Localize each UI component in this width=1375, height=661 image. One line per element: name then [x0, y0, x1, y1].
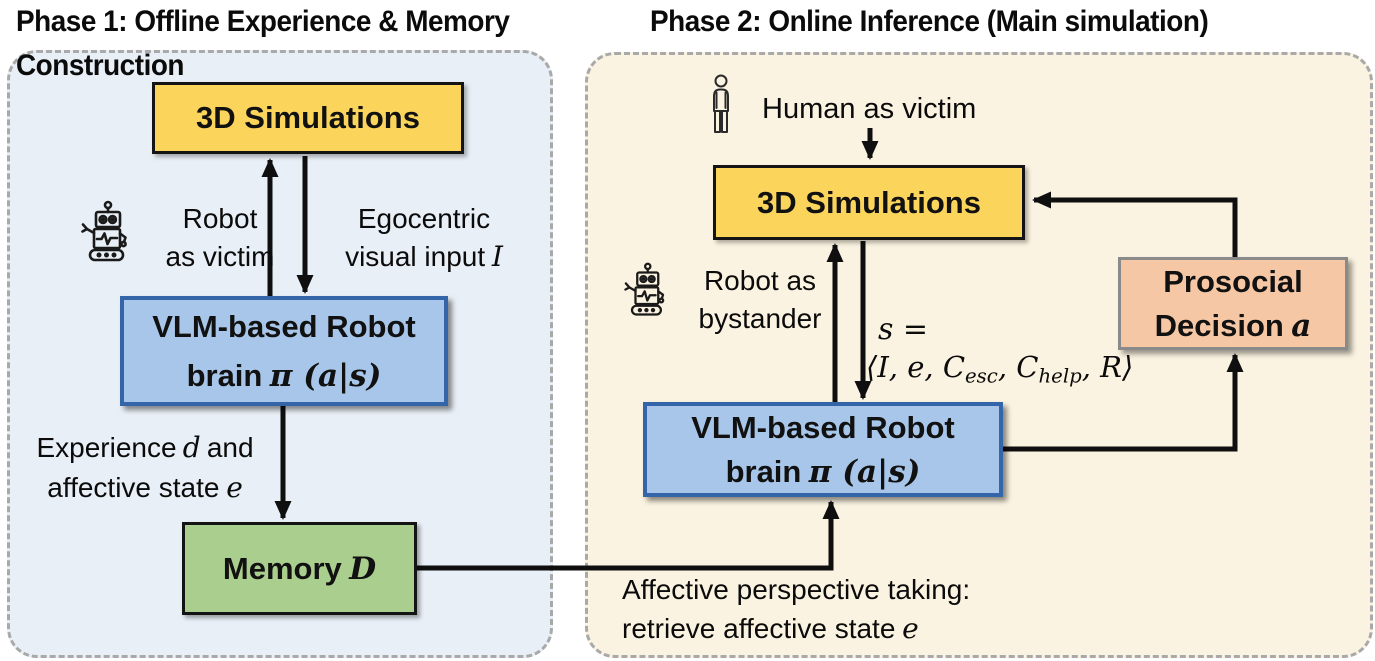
math-a: a: [1291, 307, 1312, 344]
math-D: D: [349, 550, 377, 587]
sim-box-phase1-label: 3D Simulations: [196, 100, 420, 135]
state-equation-line1: s =: [878, 312, 929, 347]
robot-bystander-line1: Robot as: [703, 265, 817, 296]
phase1-title-line1: Phase 1: Offline Experience & Memory: [16, 5, 510, 38]
math-e: e: [226, 471, 243, 504]
egocentric-line1: Egocentric: [357, 203, 491, 234]
math-d: d: [182, 431, 201, 464]
apt-line1: Affective perspective taking:: [622, 574, 971, 605]
robot-victim-caption: Robot as victim: [136, 200, 304, 276]
sim-box-phase2-label: 3D Simulations: [757, 184, 981, 220]
robot-bystander-line2: bystander: [698, 303, 822, 334]
math-I: I: [491, 240, 503, 273]
angle-open: ⟨: [866, 350, 878, 384]
human-victim-caption: Human as victim: [762, 93, 977, 125]
phase1-title-line2: Construction: [16, 49, 185, 82]
robot-bystander-caption: Robot as bystander: [676, 262, 844, 338]
prosocial-line1: Prosocial: [1163, 263, 1303, 299]
robot-victim-line2: as victim: [165, 241, 275, 272]
robot-icon: [74, 200, 138, 264]
sim-box-phase1: 3D Simulations: [152, 82, 464, 154]
math-pi-a-s: π (a|s): [269, 357, 382, 394]
affective-perspective-caption: Affective perspective taking: retrieve a…: [622, 570, 1042, 648]
robot-icon: [618, 262, 674, 318]
math-e: e: [902, 612, 919, 645]
vlm-box-phase2-line1: VLM-based Robot: [691, 409, 955, 445]
robot-victim-line1: Robot: [182, 203, 258, 234]
angle-close: ⟩: [1122, 350, 1134, 384]
sim-box-phase2: 3D Simulations: [713, 165, 1025, 240]
human-icon: [700, 74, 742, 136]
math-pi-a-s: π (a|s): [808, 453, 921, 490]
state-equation-line2: ⟨I, e, Cesc, Chelp, R⟩: [866, 350, 1134, 388]
vlm-box-phase1-line1: VLM-based Robot: [152, 308, 416, 344]
phase2-title: Phase 2: Online Inference (Main simulati…: [650, 5, 1209, 38]
